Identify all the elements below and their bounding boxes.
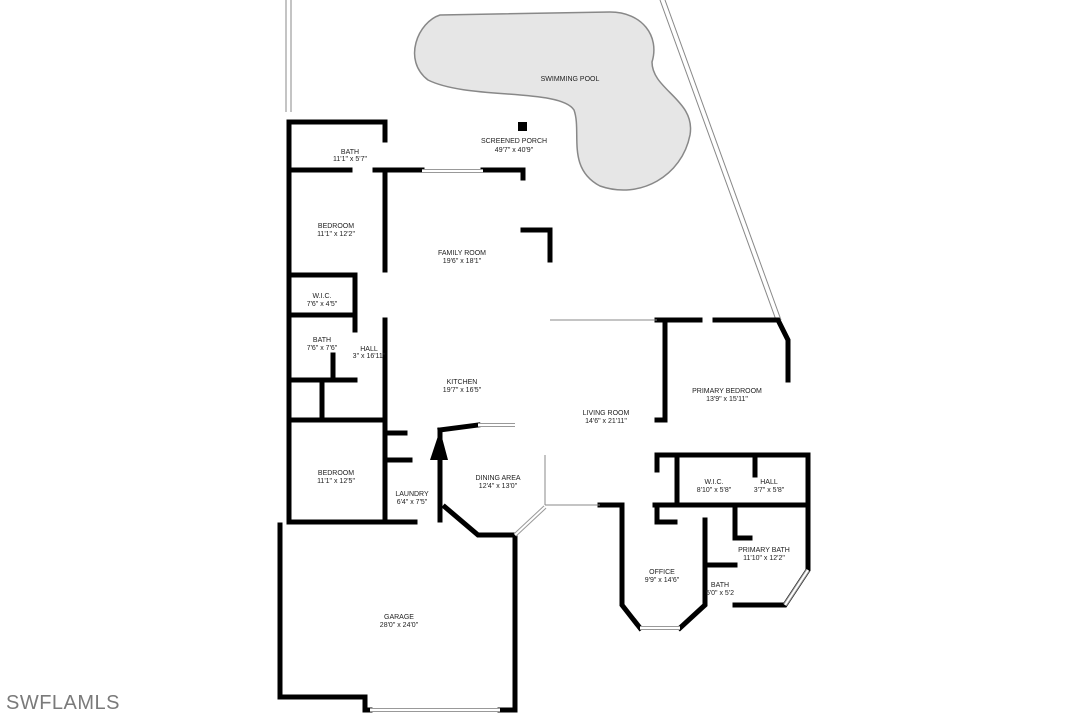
svg-text:HALL: HALL — [360, 346, 378, 353]
svg-text:11'1" x 12'5": 11'1" x 12'5" — [317, 478, 355, 485]
svg-text:3" x 16'11": 3" x 16'11" — [353, 353, 386, 360]
room-wic-2: W.I.C.8'10" x 5'8" — [697, 479, 732, 494]
fence-lines — [285, 0, 782, 321]
swimming-pool — [413, 11, 692, 191]
svg-text:7'6" x 4'5": 7'6" x 4'5" — [307, 301, 338, 308]
svg-text:14'6" x 21'11": 14'6" x 21'11" — [585, 418, 627, 425]
svg-text:19'7" x 16'5": 19'7" x 16'5" — [443, 387, 482, 394]
svg-text:KITCHEN: KITCHEN — [447, 379, 478, 386]
porch-post — [518, 122, 527, 131]
svg-text:BATH: BATH — [313, 337, 331, 344]
svg-text:8'10" x 5'8": 8'10" x 5'8" — [697, 487, 732, 494]
svg-text:LIVING ROOM: LIVING ROOM — [583, 410, 630, 417]
svg-text:19'6" x 18'1": 19'6" x 18'1" — [443, 258, 482, 265]
svg-text:SCREENED PORCH: SCREENED PORCH — [481, 138, 547, 145]
svg-text:FAMILY ROOM: FAMILY ROOM — [438, 250, 486, 257]
svg-text:12'4" x 13'0": 12'4" x 13'0" — [479, 483, 518, 490]
svg-text:3'7" x 5'8": 3'7" x 5'8" — [754, 487, 785, 494]
svg-text:9'9" x 14'6": 9'9" x 14'6" — [645, 577, 680, 584]
watermark-logo: SWFLAMLS — [6, 692, 121, 714]
svg-text:6'4" x 7'5": 6'4" x 7'5" — [397, 499, 428, 506]
svg-text:BATH: BATH — [711, 582, 729, 589]
svg-text:BEDROOM: BEDROOM — [318, 223, 354, 230]
svg-text:11'10" x 12'2": 11'10" x 12'2" — [743, 555, 785, 562]
svg-text:W.I.C.: W.I.C. — [312, 293, 331, 300]
svg-text:5'0" x 5'2: 5'0" x 5'2 — [706, 590, 734, 597]
svg-text:HALL: HALL — [760, 479, 778, 486]
svg-text:DINING AREA: DINING AREA — [475, 475, 520, 482]
svg-text:BATH: BATH — [341, 149, 359, 156]
svg-text:OFFICE: OFFICE — [649, 569, 675, 576]
room-screened-porch: SCREENED PORCH 49'7" x 40'9" — [481, 138, 547, 154]
room-wic-1: W.I.C.7'6" x 4'5" — [307, 293, 338, 308]
windows — [370, 169, 810, 712]
svg-text:11'1" x 12'2": 11'1" x 12'2" — [317, 231, 355, 238]
svg-text:LAUNDRY: LAUNDRY — [395, 491, 429, 498]
svg-text:28'0" x 24'0": 28'0" x 24'0" — [380, 622, 419, 629]
svg-text:W.I.C.: W.I.C. — [704, 479, 723, 486]
svg-text:7'6" x 7'6": 7'6" x 7'6" — [307, 345, 338, 352]
svg-text:11'1" x 5'7": 11'1" x 5'7" — [333, 156, 367, 163]
svg-text:GARAGE: GARAGE — [384, 614, 414, 621]
pool-label: SWIMMING POOL — [541, 76, 600, 83]
walls — [277, 119, 811, 713]
svg-text:49'7" x 40'9": 49'7" x 40'9" — [495, 147, 534, 154]
svg-text:PRIMARY BEDROOM: PRIMARY BEDROOM — [692, 388, 762, 395]
svg-text:BEDROOM: BEDROOM — [318, 470, 354, 477]
svg-text:13'9" x 15'11": 13'9" x 15'11" — [706, 396, 748, 403]
svg-text:PRIMARY BATH: PRIMARY BATH — [738, 547, 790, 554]
